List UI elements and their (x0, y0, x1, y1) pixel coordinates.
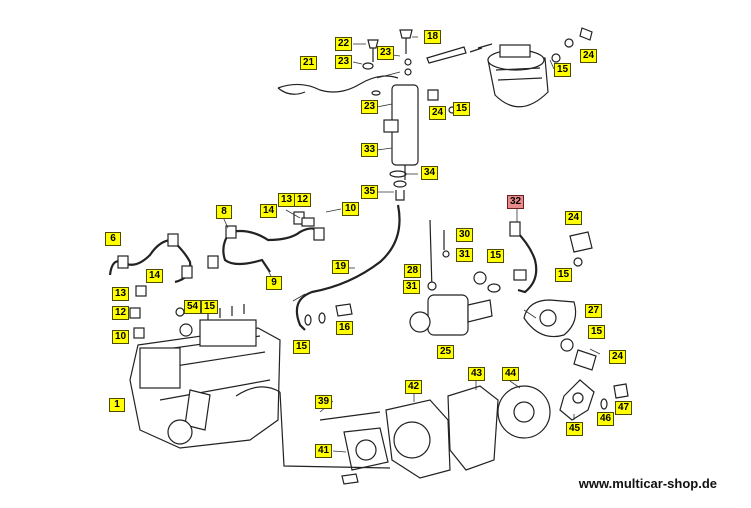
part-label-46[interactable]: 46 (597, 412, 615, 426)
part-label-28[interactable]: 28 (404, 264, 422, 278)
part-label-31[interactable]: 31 (456, 248, 474, 262)
part-label-24[interactable]: 24 (609, 350, 627, 364)
pipe-6-drawing (108, 238, 192, 284)
pipe-8-drawing (222, 227, 321, 273)
part-label-33[interactable]: 33 (361, 143, 379, 157)
part-label-47[interactable]: 47 (615, 401, 633, 415)
right-parts-drawing (523, 231, 597, 371)
part-label-15[interactable]: 15 (201, 300, 219, 314)
part-label-14[interactable]: 14 (260, 204, 278, 218)
part-label-16[interactable]: 16 (336, 321, 354, 335)
part-label-15[interactable]: 15 (555, 268, 573, 282)
part-label-14[interactable]: 14 (146, 269, 164, 283)
part-label-10[interactable]: 10 (342, 202, 360, 216)
part-label-35[interactable]: 35 (361, 185, 379, 199)
part-label-45[interactable]: 45 (566, 422, 584, 436)
injection-pipe-drawing (295, 204, 401, 331)
part-label-34[interactable]: 34 (421, 166, 439, 180)
part-label-15[interactable]: 15 (554, 63, 572, 77)
part-label-22[interactable]: 22 (335, 37, 353, 51)
part-label-42[interactable]: 42 (405, 380, 423, 394)
part-label-24[interactable]: 24 (429, 106, 447, 120)
part-label-19[interactable]: 19 (332, 260, 350, 274)
part-label-13[interactable]: 13 (278, 193, 296, 207)
part-label-12[interactable]: 12 (294, 193, 312, 207)
part-label-30[interactable]: 30 (456, 228, 474, 242)
part-label-15[interactable]: 15 (453, 102, 471, 116)
part-label-15[interactable]: 15 (588, 325, 606, 339)
injection-pump-drawing (129, 304, 281, 449)
part-label-12[interactable]: 12 (112, 306, 130, 320)
part-label-23[interactable]: 23 (361, 100, 379, 114)
injector-drawing (383, 84, 419, 201)
part-label-25[interactable]: 25 (437, 345, 455, 359)
part-label-23[interactable]: 23 (335, 55, 353, 69)
part-label-9[interactable]: 9 (266, 276, 282, 290)
part-label-6[interactable]: 6 (105, 232, 121, 246)
part-label-31[interactable]: 31 (403, 280, 421, 294)
part-label-18[interactable]: 18 (424, 30, 442, 44)
small-parts-drawing (304, 283, 501, 326)
leader-lines (222, 36, 601, 453)
leak-off-pipe-drawing (277, 75, 399, 95)
part-label-21[interactable]: 21 (300, 56, 318, 70)
part-label-24[interactable]: 24 (580, 49, 598, 63)
drive-parts-drawing (279, 379, 629, 485)
part-label-27[interactable]: 27 (585, 304, 603, 318)
part-label-43[interactable]: 43 (468, 367, 486, 381)
part-label-54[interactable]: 54 (184, 300, 202, 314)
part-label-13[interactable]: 13 (112, 287, 130, 301)
part-label-10[interactable]: 10 (112, 330, 130, 344)
fuel-line-32-drawing (514, 229, 538, 294)
part-label-15[interactable]: 15 (293, 340, 311, 354)
pipe-fittings-drawing (117, 211, 325, 339)
watermark-text: www.multicar-shop.de (578, 476, 717, 491)
part-label-44[interactable]: 44 (502, 367, 520, 381)
part-label-15[interactable]: 15 (487, 249, 505, 263)
part-label-8[interactable]: 8 (216, 205, 232, 219)
part-label-23[interactable]: 23 (377, 46, 395, 60)
part-label-24[interactable]: 24 (565, 211, 583, 225)
part-label-32[interactable]: 32 (507, 195, 525, 209)
part-label-1[interactable]: 1 (109, 398, 125, 412)
part-label-39[interactable]: 39 (315, 395, 333, 409)
part-label-41[interactable]: 41 (315, 444, 333, 458)
fuel-filter-drawing (426, 27, 593, 108)
water-pump-drawing (409, 219, 493, 336)
